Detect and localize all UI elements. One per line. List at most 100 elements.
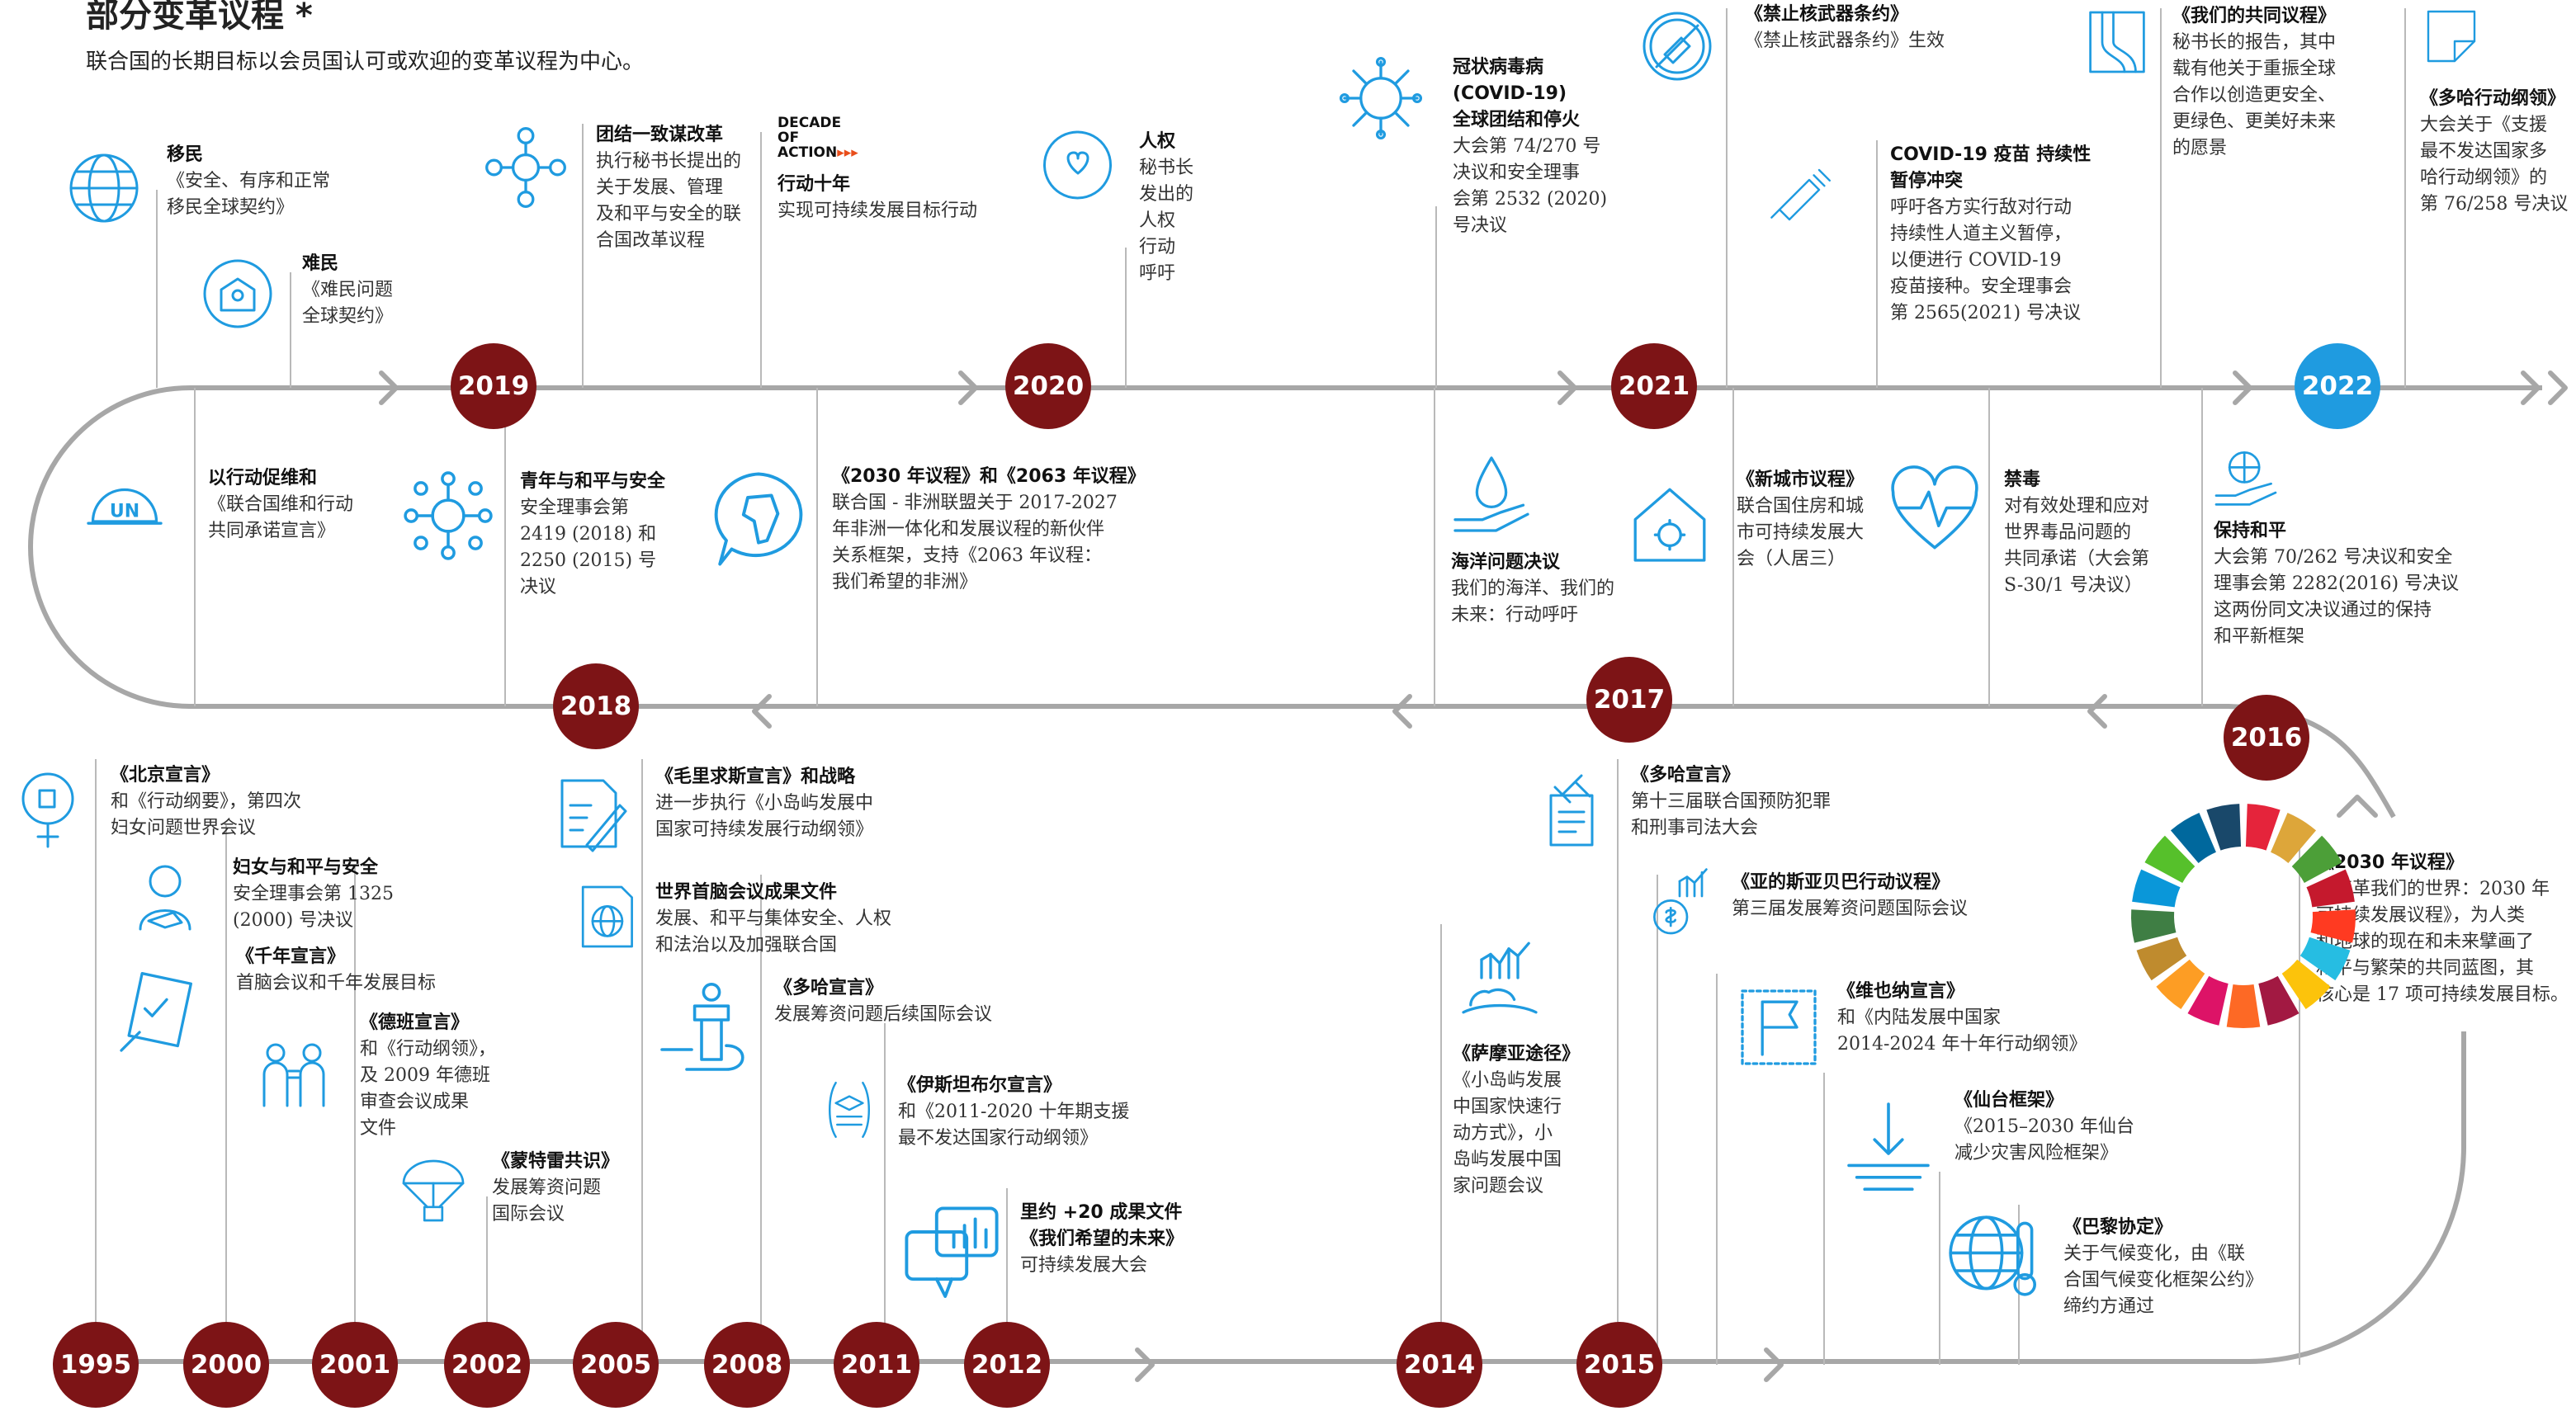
agenda-item-peace_sustain: 保持和平大会第 70/262 号决议和安全 理事会第 2282(2016) 号决…	[2214, 518, 2459, 650]
agenda-item-body: 第三届发展筹资问题国际会议	[1732, 899, 1969, 919]
agenda-item-vienna: 《维也纳宣言》和《内陆发展中国家 2014-2024 年十年行动纲领》	[1837, 979, 2087, 1058]
agenda-item-agenda2063: 《2030 年议程》和《2063 年议程》联合国 - 非洲联盟关于 2017-2…	[832, 464, 1146, 596]
agenda-item-heading: 世界首脑会议成果文件	[655, 882, 838, 903]
youth-network-icon	[399, 467, 497, 564]
agenda-item-addis: 《亚的斯亚贝巴行动议程》第三届发展筹资问题国际会议	[1732, 870, 1968, 923]
syringe-icon	[1766, 157, 1832, 223]
agenda-item-body: 《难民问题 全球契约》	[302, 280, 394, 327]
agenda-item-body: 秘书长的报告，其中 载有他关于重振全球 合作以创造更安全、 更绿色、更美好未来 …	[2172, 32, 2337, 158]
sdg-wheel-segment	[2131, 909, 2177, 943]
year-marker-2017: 2017	[1586, 657, 1672, 743]
year-marker-2016: 2016	[2224, 695, 2309, 781]
year-marker-2022: 2022	[2295, 343, 2380, 429]
agenda-item-heading: 里约 +20 成果文件 《我们希望的未来》	[1020, 1202, 1184, 1249]
year-marker-2020: 2020	[1005, 343, 1091, 429]
agenda-item-heading: 妇女与和平与安全	[233, 857, 379, 878]
agenda-item-body: 发展筹资问题 国际会议	[492, 1177, 602, 1225]
agenda-item-body: 联合国住房和城 市可持续发展大 会（人居三）	[1737, 496, 1865, 569]
flow-arrow	[1392, 694, 1412, 729]
flow-arrow	[1557, 370, 1577, 405]
network-icon	[480, 122, 571, 213]
sdg-wheel-segment	[2281, 959, 2331, 1010]
agenda-item-body: 执行秘书长提出的 关于发展、管理 及和平与安全的联 合国改革议程	[596, 151, 742, 251]
sdg-wheel-segment	[2226, 984, 2261, 1028]
agenda-item-body: 《安全、有序和正常 移民全球契约》	[167, 171, 331, 218]
year-marker-2014: 2014	[1397, 1322, 1482, 1408]
flow-arrow	[2087, 694, 2107, 729]
sdg-wheel-segment	[2136, 937, 2187, 981]
agenda-item-body: 呼吁各方实行敌对行动 持续性人道主义暂停， 以便进行 COVID-19 疫苗接种…	[1890, 197, 2082, 323]
agenda-item-heading: COVID-19 疫苗 持续性 暂停冲突	[1890, 144, 2092, 191]
agenda-item-ocean: 海洋问题决议我们的海洋、我们的 未来：行动呼吁	[1451, 550, 1614, 629]
year-marker-2015: 2015	[1576, 1322, 1662, 1408]
agenda-item-body: 我们的海洋、我们的 未来：行动呼吁	[1451, 578, 1615, 625]
agenda-item-decade_action: 行动十年实现可持续发展目标行动	[778, 172, 977, 224]
agenda-item-heading: 禁毒	[2004, 470, 2041, 490]
agenda-item-rio20: 里约 +20 成果文件 《我们希望的未来》可持续发展大会	[1020, 1200, 1184, 1279]
flow-arrow	[2548, 370, 2568, 405]
woman-dove-icon	[124, 855, 206, 937]
sdg-wheel-segment	[2258, 975, 2299, 1026]
agenda-item-durban: 《德班宣言》和《行动纲领》， 及 2009 年德班 审查会议成果 文件	[360, 1010, 496, 1142]
heart-pulse-icon	[1885, 460, 1984, 559]
doc-corner-icon	[2418, 5, 2484, 71]
agenda-item-heading: 移民	[167, 144, 204, 165]
paths-icon	[2080, 5, 2154, 79]
agenda-item-a4p: 以行动促维和《联合国维和行动 共同承诺宣言》	[208, 465, 353, 545]
agenda-item-heading: 《毛里求斯宣言》和战略	[655, 767, 856, 787]
year-marker-2005: 2005	[573, 1322, 659, 1408]
agenda-item-migrants: 移民《安全、有序和正常 移民全球契约》	[167, 142, 330, 221]
agenda-item-doha_fin: 《多哈宣言》发展筹资问题后续国际会议	[774, 975, 992, 1028]
agenda-item-body: 发展、和平与集体安全、人权 和法治以及加强联合国	[655, 908, 892, 956]
decade-of-action-logo: DECADE OF ACTION▸▸▸	[778, 115, 858, 161]
agenda-item-heading: 保持和平	[2214, 521, 2287, 541]
sdg-wheel-segment	[2144, 835, 2196, 883]
agenda-item-heading: 《巴黎协定》	[2063, 1217, 2173, 1238]
year-marker-2012: 2012	[964, 1322, 1050, 1408]
agenda-item-body: 秘书长 发出的 人权 行动 呼吁	[1139, 158, 1194, 284]
gavel-doc-icon	[1530, 771, 1613, 853]
agenda-item-heading: 《新城市议程》	[1737, 470, 1865, 490]
agenda-item-drugs: 禁毒对有效处理和应对 世界毒品问题的 共同承诺（大会第 S-30/1 号决议）	[2004, 467, 2149, 599]
sdg-wheel-segment	[2156, 959, 2205, 1010]
sdg-wheel-segment	[2132, 869, 2181, 908]
flow-arrow	[2337, 795, 2378, 818]
agenda-item-doha_programme: 《多哈行动纲领》大会关于《支援 最不发达国家多 哈行动纲领》的 第 76/258…	[2420, 86, 2568, 218]
globe-thermometer-icon	[1945, 1201, 2044, 1300]
sdg-wheel-segment	[2310, 909, 2356, 943]
agenda-item-heading: 《北京宣言》	[111, 765, 220, 786]
agenda-item-heading: 《千年宣言》	[236, 946, 346, 967]
flow-arrow	[1135, 1347, 1155, 1382]
agenda-item-world_summit: 世界首脑会议成果文件发展、和平与集体安全、人权 和法治以及加强联合国	[655, 880, 891, 959]
agenda-item-beijing: 《北京宣言》和《行动纲要》，第四次 妇女问题世界会议	[111, 762, 301, 842]
agenda-item-vaccine_truce: COVID-19 疫苗 持续性 暂停冲突呼吁各方实行敌对行动 持续性人道主义暂停…	[1890, 142, 2091, 327]
year-marker-1995: 1995	[53, 1322, 139, 1408]
agenda-item-body: 关于气候变化，由《联 合国气候变化框架公约》 缔约方通过	[2063, 1243, 2264, 1317]
agenda-item-refugees: 难民《难民问题 全球契约》	[302, 251, 393, 330]
female-fist-icon	[7, 767, 89, 850]
agenda-item-body: 《禁止核武器条约》生效	[1745, 31, 1945, 51]
agenda-item-heading: 《多哈宣言》	[774, 978, 884, 998]
agenda-item-mdgs: 《千年宣言》首脑会议和千年发展目标	[236, 944, 436, 997]
agenda-item-wps: 妇女与和平与安全安全理事会第 1325 (2000) 号决议	[233, 855, 394, 934]
agenda-item-heading: 《多哈行动纲领》	[2420, 88, 2566, 109]
agenda-item-heading: 《维也纳宣言》	[1837, 981, 1965, 1002]
flow-arrow	[752, 694, 772, 729]
agenda-item-body: 发展筹资问题后续国际会议	[774, 1004, 993, 1025]
globe-pin-icon	[63, 147, 145, 229]
sdg-wheel-segment	[2245, 804, 2281, 851]
agenda-item-heading: 《仙台框架》	[1954, 1090, 2064, 1111]
year-marker-2001: 2001	[312, 1322, 398, 1408]
speaker-podium-icon	[657, 980, 756, 1079]
sdg-wheel-segment	[2206, 804, 2242, 851]
agenda-item-body: 可持续发展大会	[1020, 1255, 1148, 1276]
no-nuclear-icon	[1636, 5, 1718, 87]
chat-chart-icon	[898, 1200, 1005, 1307]
page-title: 部分变革议程 *	[86, 0, 313, 35]
agenda-item-heading: 《禁止核武器条约》	[1745, 4, 1909, 25]
agenda-item-yps: 青年与和平与安全安全理事会第 2419 (2018) 和 2250 (2015)…	[520, 469, 665, 601]
agenda-item-body: 和《行动纲领》， 及 2009 年德班 审查会议成果 文件	[360, 1039, 497, 1139]
agenda-item-heading: 《多哈宣言》	[1631, 765, 1741, 786]
